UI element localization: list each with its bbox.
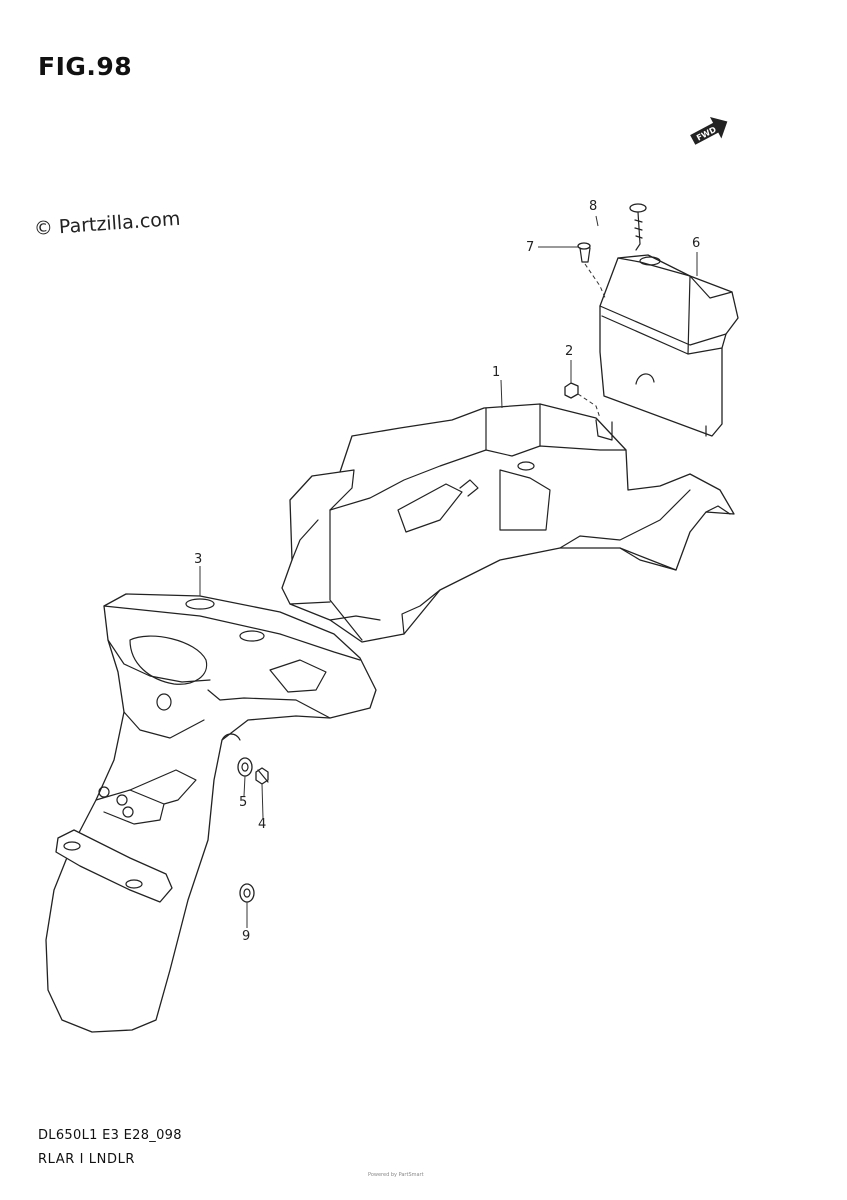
figure-name: RLAR I LNDLR bbox=[38, 1152, 136, 1167]
callout-2: 2 bbox=[565, 344, 574, 359]
callout-1: 1 bbox=[492, 365, 501, 380]
fwd-arrow-icon: FWD bbox=[690, 117, 728, 145]
part-7-clip bbox=[577, 242, 607, 301]
part-5-washer bbox=[237, 757, 253, 777]
part-6-box bbox=[599, 254, 739, 437]
figure-title: FIG.98 bbox=[38, 52, 133, 81]
footer-stamp: Powered by PartSmart bbox=[368, 1172, 424, 1178]
part-8-screw bbox=[629, 203, 647, 251]
part-4-bolt bbox=[255, 767, 269, 785]
callout-9: 9 bbox=[242, 929, 251, 944]
part-9-washer bbox=[239, 883, 255, 903]
part-3-rear-fender bbox=[45, 593, 377, 1033]
part-2-bolt bbox=[564, 382, 601, 419]
callout-5: 5 bbox=[239, 795, 248, 810]
leader-lines bbox=[199, 215, 698, 928]
callout-7: 7 bbox=[526, 240, 535, 255]
callout-6: 6 bbox=[692, 236, 701, 251]
part-1-undertray bbox=[281, 403, 735, 643]
callout-4: 4 bbox=[258, 817, 267, 832]
callout-3: 3 bbox=[194, 552, 203, 567]
callout-8: 8 bbox=[589, 199, 598, 214]
figure-code: DL650L1 E3 E28_098 bbox=[38, 1128, 182, 1143]
